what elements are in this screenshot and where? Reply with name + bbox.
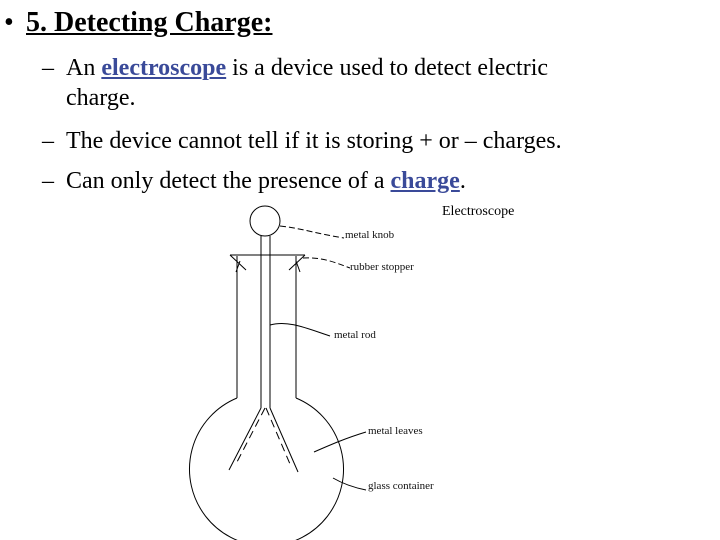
label-metal-leaves: metal leaves [368, 425, 423, 437]
diagram-title: Electroscope [442, 204, 515, 219]
glass-container-shape [189, 397, 344, 540]
dash-icon: – [42, 55, 54, 81]
metal-rod-shape [260, 236, 271, 408]
label-metal-rod: metal rod [334, 329, 376, 341]
bullet-item-definition: –An electroscope is a device used to det… [42, 55, 549, 81]
knob-callout-line [279, 225, 345, 239]
leaves-callout-line [313, 431, 367, 453]
metal-knob-shape [249, 205, 281, 237]
rod-callout-line [269, 322, 331, 337]
label-metal-knob: metal knob [345, 229, 395, 241]
keyword-electroscope-link[interactable]: electroscope [101, 55, 227, 81]
bullet-icon: • [4, 7, 14, 38]
bullet-item-presence: –Can only detect the presence of a charg… [42, 168, 466, 194]
dash-icon: – [42, 128, 54, 154]
label-rubber-stopper: rubber stopper [350, 261, 414, 273]
bullet-item-definition-continued: charge. [66, 85, 136, 111]
slide-heading: • 5. Detecting Charge: [4, 6, 272, 40]
label-glass-container: glass container [368, 480, 434, 492]
rubber-stopper-shape [229, 254, 306, 273]
bullet-item-limitation: –The device cannot tell if it is storing… [42, 128, 562, 154]
stopper-callout-line [302, 257, 351, 269]
container-callout-line [332, 477, 367, 491]
heading-title: 5. Detecting Charge: [26, 7, 273, 38]
metal-leaves-shape [228, 407, 299, 473]
dash-icon: – [42, 168, 54, 194]
keyword-charge-link[interactable]: charge [390, 168, 460, 194]
